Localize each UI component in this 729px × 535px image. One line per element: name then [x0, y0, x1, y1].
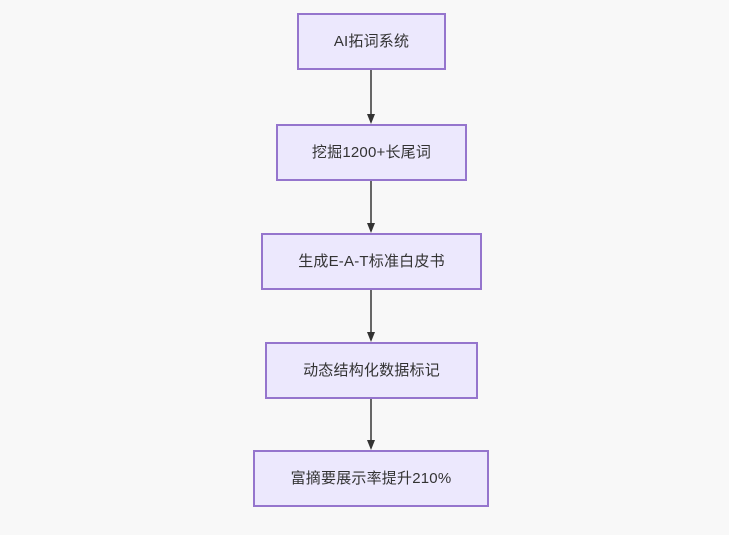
- flowchart-node-generate-eat-whitepaper[interactable]: 生成E-A-T标准白皮书: [261, 233, 482, 290]
- node-label: 富摘要展示率提升210%: [290, 469, 452, 487]
- node-label: 挖掘1200+长尾词: [311, 143, 432, 161]
- node-label: AI拓词系统: [333, 32, 410, 50]
- flowchart-node-ai-keyword-system[interactable]: AI拓词系统: [297, 13, 446, 70]
- flowchart-node-dynamic-structured-data-markup[interactable]: 动态结构化数据标记: [265, 342, 478, 399]
- flowchart-node-rich-snippet-impression-lift[interactable]: 富摘要展示率提升210%: [253, 450, 489, 507]
- flowchart-node-mine-longtail-keywords[interactable]: 挖掘1200+长尾词: [276, 124, 467, 181]
- node-label: 动态结构化数据标记: [303, 361, 440, 379]
- node-label: 生成E-A-T标准白皮书: [298, 252, 445, 270]
